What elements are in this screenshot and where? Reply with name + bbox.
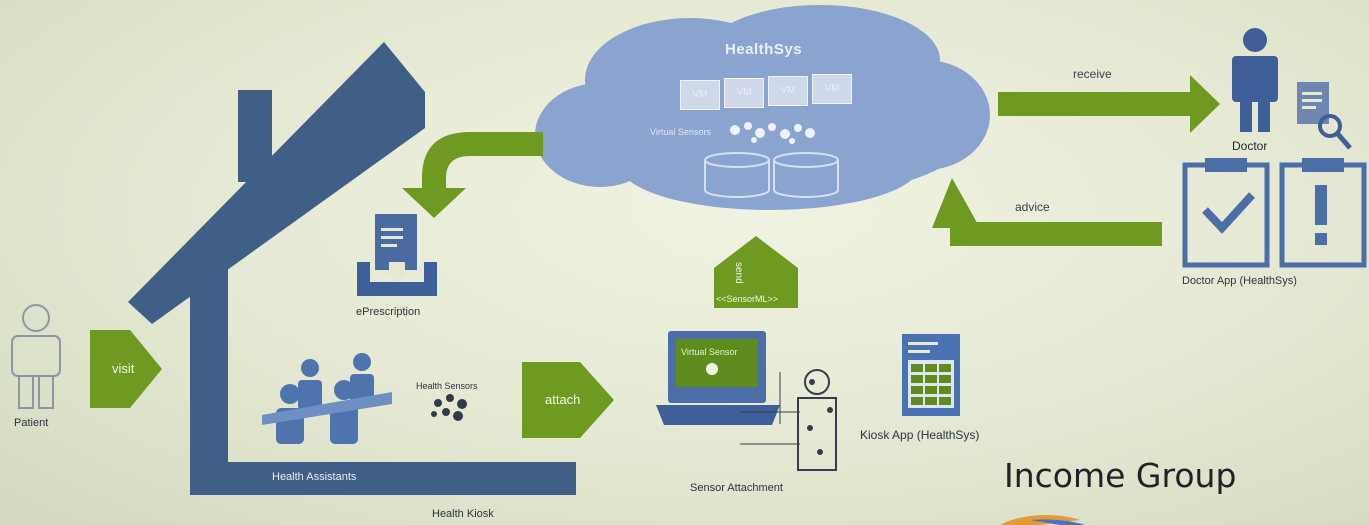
- clipboard-check-icon: [1182, 158, 1270, 268]
- eprescription-label: ePrescription: [356, 306, 421, 318]
- receive-label: receive: [1073, 67, 1112, 81]
- advice-label: advice: [1015, 200, 1050, 214]
- eprescription-arrow: [402, 132, 543, 218]
- doctor-app-label: Doctor App (HealthSys): [1182, 275, 1297, 287]
- vm-box: VM: [680, 80, 720, 110]
- health-kiosk-label: Health Kiosk: [432, 508, 494, 520]
- kiosk-app-label: Kiosk App (HealthSys): [860, 428, 980, 442]
- health-assistants-label: Health Assistants: [272, 471, 357, 483]
- health-assistants-icon: [262, 353, 392, 444]
- eprescription-icon: [357, 214, 437, 296]
- doctor-label: Doctor: [1232, 139, 1268, 153]
- health-sensors-label: Health Sensors: [416, 381, 478, 391]
- sensor-attachment-icon: [740, 369, 837, 471]
- receive-arrow: [998, 75, 1220, 133]
- cloud-title: HealthSys: [725, 41, 803, 58]
- virtual-sensor-dots: [730, 122, 815, 144]
- attach-label: attach: [545, 392, 581, 407]
- vm-box: VM: [724, 78, 764, 108]
- database-icon-right: [773, 152, 839, 198]
- income-pie-partial: [1000, 515, 1085, 525]
- doctor-icon: [1232, 28, 1278, 132]
- send-label: send: [733, 262, 744, 284]
- advice-arrow: [932, 178, 1162, 246]
- visit-arrow: [90, 330, 162, 408]
- health-sensors-icon: [431, 394, 467, 421]
- sensorml-label: <<SensorML>>: [716, 294, 779, 304]
- vm-box: VM: [812, 74, 852, 104]
- sensor-attachment-label: Sensor Attachment: [690, 482, 783, 494]
- virtual-sensor-label: Virtual Sensor: [681, 347, 738, 357]
- vm-box: VM: [768, 76, 808, 106]
- virtual-sensors-label: Virtual Sensors: [650, 127, 711, 137]
- income-group-title: Income Group: [1004, 456, 1237, 495]
- patient-icon: [11, 304, 61, 409]
- patient-label: Patient: [14, 417, 49, 429]
- laptop-icon: [656, 331, 780, 425]
- clipboard-alert-icon: [1279, 158, 1367, 268]
- document-search-icon: [1297, 82, 1352, 150]
- kiosk-app-icon: [902, 334, 960, 416]
- attach-arrow: [522, 362, 614, 438]
- database-icon-left: [704, 152, 770, 198]
- send-arrow: [714, 236, 798, 308]
- health-kiosk-house: [128, 42, 576, 495]
- visit-label: visit: [112, 361, 135, 376]
